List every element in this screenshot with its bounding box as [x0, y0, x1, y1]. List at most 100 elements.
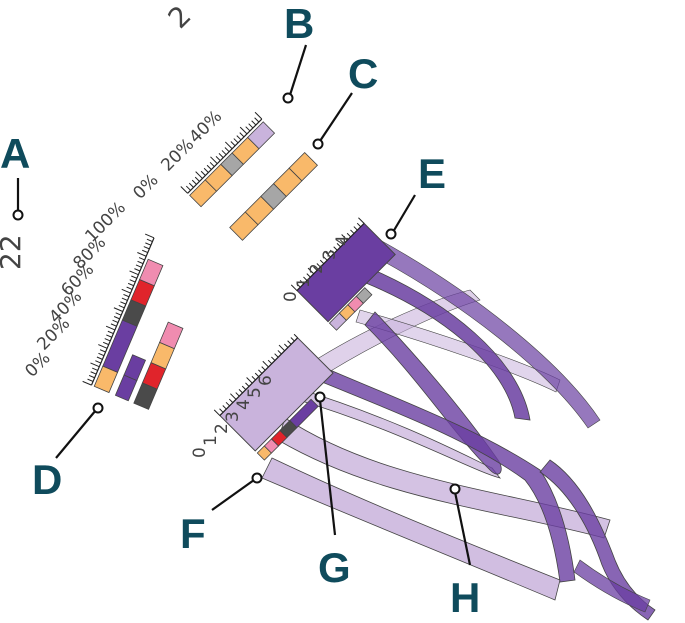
- tick-mark: [98, 344, 108, 349]
- tick-mark: [135, 264, 142, 268]
- tick-mark: [218, 153, 224, 158]
- axis-b-tick-label: 40%: [185, 107, 226, 148]
- axis-b-tick-label: 0%: [129, 170, 162, 203]
- tick-mark: [213, 409, 221, 416]
- tick-mark: [296, 283, 301, 288]
- tick-mark: [112, 319, 119, 323]
- axis-f-tick-label: 1: [201, 435, 221, 446]
- tick-mark: [215, 156, 221, 161]
- tick-mark: [346, 232, 352, 238]
- tick-mark: [303, 276, 308, 281]
- ribbon-dark-4: [321, 369, 576, 583]
- axis-d-tick-label: 0%: [21, 348, 54, 381]
- tick-mark: [96, 356, 103, 360]
- axis-b-group: 0%20%40%: [129, 107, 276, 208]
- tick-mark: [254, 111, 263, 120]
- tick-mark: [195, 171, 203, 179]
- tick-mark: [262, 360, 269, 368]
- label-22: 22: [0, 234, 27, 270]
- axis-f-tick-label: 4: [234, 399, 254, 410]
- tick-mark: [271, 356, 276, 361]
- tick-mark: [290, 284, 298, 291]
- tick-mark: [131, 275, 138, 279]
- tick-mark: [341, 234, 348, 241]
- tick-mark: [245, 126, 251, 132]
- tick-mark: [90, 371, 97, 375]
- tick-mark: [261, 366, 266, 371]
- tick-mark: [254, 372, 260, 378]
- tick-mark: [120, 301, 127, 305]
- tick-mark: [233, 138, 239, 144]
- tick-mark: [267, 359, 273, 365]
- tick-mark: [191, 179, 197, 185]
- tick-mark: [239, 126, 248, 135]
- tick-mark: [110, 323, 117, 327]
- tick-mark: [144, 233, 155, 239]
- tick-mark: [239, 132, 245, 138]
- ribbon-dark-2: [369, 239, 601, 429]
- tick-mark: [230, 141, 236, 147]
- tick-mark: [238, 388, 243, 394]
- axis-f-tick-label: 6: [256, 375, 276, 386]
- callouts: A B C D E F G H: [0, 0, 480, 621]
- tick-mark: [113, 316, 120, 320]
- tick-mark: [254, 117, 260, 123]
- tick-mark: [137, 252, 147, 257]
- tick-mark: [107, 330, 114, 335]
- tick-mark: [206, 164, 212, 170]
- axis-d-tick-label: 100%: [81, 198, 130, 247]
- tick-mark: [356, 222, 362, 228]
- tick-mark: [258, 369, 263, 374]
- tick-mark: [99, 349, 106, 353]
- tick-mark: [126, 286, 133, 290]
- tick-mark: [145, 242, 152, 246]
- ribbon-dark-5: [539, 459, 656, 621]
- tick-mark: [203, 167, 209, 173]
- tick-mark: [236, 135, 242, 141]
- tick-mark: [121, 288, 131, 294]
- tick-mark: [138, 257, 145, 261]
- b-seg-light: [247, 121, 276, 150]
- tick-mark: [293, 333, 298, 339]
- tick-mark: [95, 360, 102, 364]
- tick-mark: [284, 343, 289, 348]
- tick-mark: [129, 270, 139, 276]
- tick-mark: [113, 307, 123, 312]
- tick-mark: [127, 282, 134, 287]
- axis-e-tick-label: 1: [294, 277, 314, 288]
- tick-mark: [115, 312, 122, 316]
- tick-mark: [307, 267, 315, 275]
- d-seg-pink: [139, 258, 164, 287]
- tick-mark: [129, 279, 136, 283]
- tick-mark: [313, 266, 318, 271]
- axis-d-group: 0%20%40%60%80%100%: [21, 198, 184, 410]
- tick-mark: [180, 186, 188, 194]
- tick-mark: [137, 260, 144, 265]
- tick-mark: [194, 176, 200, 182]
- tick-mark: [102, 341, 109, 346]
- tick-mark: [319, 259, 325, 265]
- tick-mark: [121, 297, 128, 301]
- callout-a-letter: A: [0, 130, 30, 177]
- tick-mark: [336, 243, 341, 248]
- callout-h-letter: H: [450, 574, 480, 621]
- tick-mark: [200, 170, 206, 176]
- tick-mark: [188, 182, 194, 188]
- ribbon-light-2: [261, 457, 561, 601]
- callout-d-letter: D: [32, 456, 62, 503]
- tick-mark: [316, 263, 321, 268]
- tick-mark: [106, 334, 113, 338]
- label-2: 2: [162, 0, 198, 35]
- axis-e-tick-label: 2: [307, 263, 327, 274]
- tick-mark: [210, 156, 218, 164]
- tick-mark: [134, 268, 141, 272]
- d2-seg-purple-2: [123, 354, 147, 382]
- tick-mark: [98, 352, 105, 357]
- tick-mark: [248, 123, 254, 129]
- tick-mark: [88, 374, 95, 379]
- tick-mark: [230, 393, 237, 400]
- callout-b-letter: B: [284, 0, 314, 47]
